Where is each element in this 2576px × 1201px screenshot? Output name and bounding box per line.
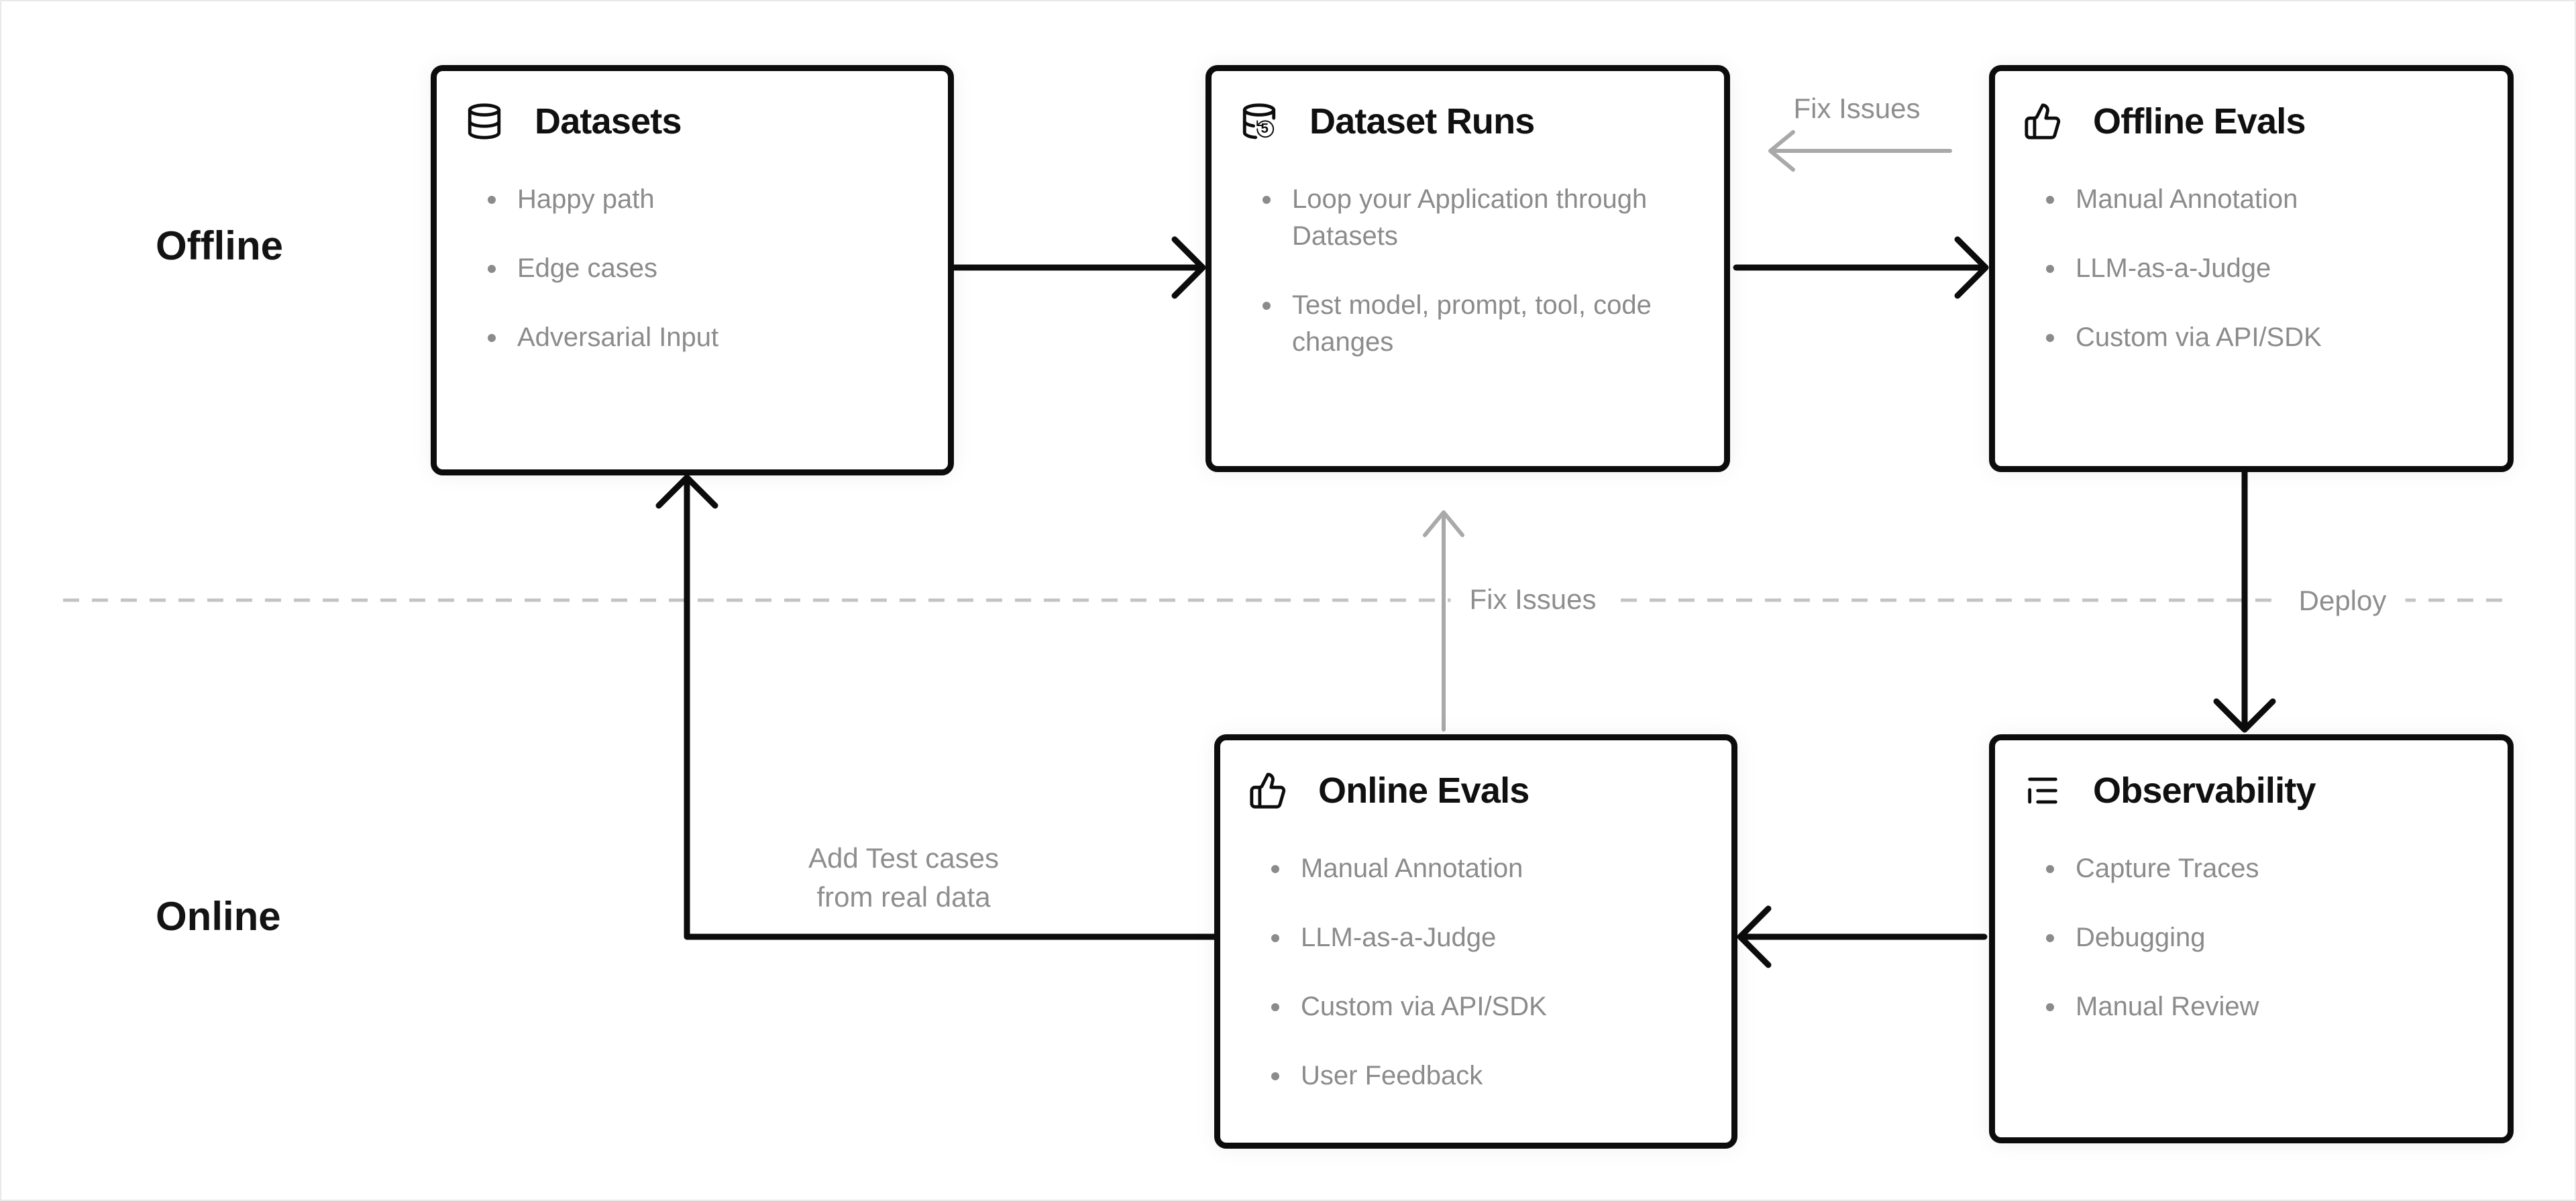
bullet-item: LLM-as-a-Judge [2039, 250, 2441, 287]
arrow-fix-issues-mid [1423, 510, 1464, 732]
offline-evals-card-header: Offline Evals [2023, 101, 2508, 142]
bullet-item: LLM-as-a-Judge [1265, 919, 1666, 956]
bullet-item: User Feedback [1265, 1057, 1666, 1094]
thumbs-up-icon [2025, 103, 2061, 139]
bullet-item: Loop your Application through Datasets [1256, 181, 1658, 255]
arrow-deploy [2213, 467, 2276, 733]
card-title: Offline Evals [2093, 101, 2306, 141]
bullet-item: Manual Review [2039, 988, 2441, 1025]
dataset-runs-card-header: 5 Dataset Runs [1240, 101, 1724, 142]
bullet-item: Custom via API/SDK [1265, 988, 1666, 1025]
thumbs-up-icon [1250, 773, 1286, 809]
bullet-item: Test model, prompt, tool, code changes [1256, 287, 1658, 361]
bullet-item: Custom via API/SDK [2039, 319, 2441, 356]
offline-evals-card: Offline Evals Manual Annotation LLM-as-a… [1989, 65, 2514, 472]
online-evals-bullet-list: Manual Annotation LLM-as-a-Judge Custom … [1220, 850, 1731, 1094]
card-title: Datasets [535, 101, 682, 141]
add-test-cases-line1: Add Test cases [808, 842, 1000, 874]
arrow-observability-to-online-evals [1737, 905, 1988, 968]
observability-card: Observability Capture Traces Debugging M… [1989, 734, 2514, 1143]
observability-card-header: Observability [2023, 770, 2508, 811]
online-evals-card: Online Evals Manual Annotation LLM-as-a-… [1214, 734, 1737, 1149]
bullet-item: Happy path [481, 181, 883, 218]
add-test-cases-line2: from real data [816, 881, 991, 913]
datasets-card: Datasets Happy path Edge cases Adversari… [431, 65, 954, 475]
arrow-fix-issues-top [1768, 130, 1952, 172]
bullet-item: Debugging [2039, 919, 2441, 956]
arrow-dataset-runs-to-offline-evals [1733, 236, 1989, 299]
bullet-item: Capture Traces [2039, 850, 2441, 887]
bullet-item: Manual Annotation [2039, 181, 2441, 218]
dataset-runs-icon: 5 [1242, 103, 1276, 139]
bullet-item: Edge cases [481, 250, 883, 287]
offline-row-label: Offline [156, 223, 283, 268]
bullet-item: Manual Annotation [1265, 850, 1666, 887]
logs-icon [2028, 777, 2057, 804]
observability-bullet-list: Capture Traces Debugging Manual Review [1995, 850, 2508, 1025]
online-row-label: Online [156, 894, 281, 939]
deploy-label: Deploy [2279, 579, 2406, 622]
datasets-card-header: Datasets [465, 101, 948, 142]
bullet-item: Adversarial Input [481, 319, 883, 356]
datasets-bullet-list: Happy path Edge cases Adversarial Input [437, 181, 948, 356]
online-evals-card-header: Online Evals [1248, 770, 1731, 811]
add-test-cases-label: Add Test cases from real data [808, 839, 999, 917]
database-icon [468, 103, 501, 139]
dataset-runs-bullet-list: Loop your Application through Datasets T… [1212, 181, 1724, 361]
arrow-datasets-to-dataset-runs [945, 236, 1206, 299]
svg-text:5: 5 [1261, 121, 1269, 136]
fix-issues-mid-label: Fix Issues [1450, 578, 1615, 621]
fix-issues-top-label: Fix Issues [1793, 92, 1921, 124]
card-title: Observability [2093, 770, 2316, 811]
dataset-runs-card: 5 Dataset Runs Loop your Application thr… [1205, 65, 1730, 472]
card-title: Online Evals [1318, 770, 1529, 811]
card-title: Dataset Runs [1309, 101, 1535, 141]
offline-evals-bullet-list: Manual Annotation LLM-as-a-Judge Custom … [1995, 181, 2508, 356]
